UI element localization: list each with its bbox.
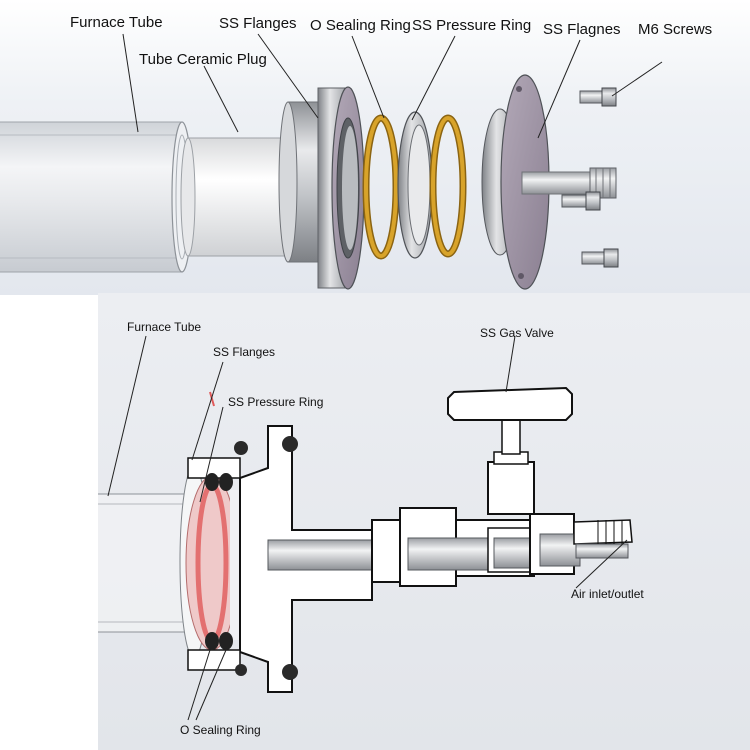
label-o-sealing-ring-top: O Sealing Ring <box>310 17 411 34</box>
exploded-view <box>0 0 750 295</box>
section-valve-stem <box>447 386 573 515</box>
furnace-tube-part <box>0 121 193 273</box>
label-air-inlet-outlet: Air inlet/outlet <box>571 587 644 601</box>
exploded-leader-lines <box>122 33 663 139</box>
m6-screw-bottom <box>581 248 619 268</box>
label-o-sealing-ring-bottom: O Sealing Ring <box>180 723 261 737</box>
label-tube-ceramic-plug: Tube Ceramic Plug <box>139 51 267 68</box>
red-accent-mark <box>209 391 215 407</box>
label-furnace-tube-top: Furnace Tube <box>70 14 163 31</box>
label-ss-flanges-bottom: SS Flanges <box>213 345 276 359</box>
label-ss-pressure-ring-top: SS Pressure Ring <box>412 17 532 34</box>
section-valve-body <box>371 507 633 587</box>
o-sealing-ring-left-part <box>362 114 400 260</box>
section-view <box>98 293 750 750</box>
ss-flange-left-part <box>278 86 365 290</box>
ss-flange-right-part <box>481 74 617 290</box>
label-ss-flanges-top: SS Flanges <box>219 15 297 32</box>
ss-pressure-ring-part <box>397 111 433 259</box>
label-ss-pressure-ring-bottom: SS Pressure Ring <box>228 395 324 409</box>
m6-screw-middle <box>561 191 601 211</box>
section-o-rings <box>205 473 233 650</box>
label-ss-gas-valve: SS Gas Valve <box>480 326 554 340</box>
label-m6-screws: M6 Screws <box>638 21 713 38</box>
section-leader-lines <box>107 335 628 721</box>
tube-ceramic-plug-part <box>180 137 296 257</box>
m6-screw-top <box>579 87 617 107</box>
label-ss-flagnes: SS Flagnes <box>543 21 621 38</box>
m6-screws-part <box>561 87 619 268</box>
o-sealing-ring-right-part <box>429 114 467 258</box>
label-furnace-tube-bottom: Furnace Tube <box>127 320 202 334</box>
